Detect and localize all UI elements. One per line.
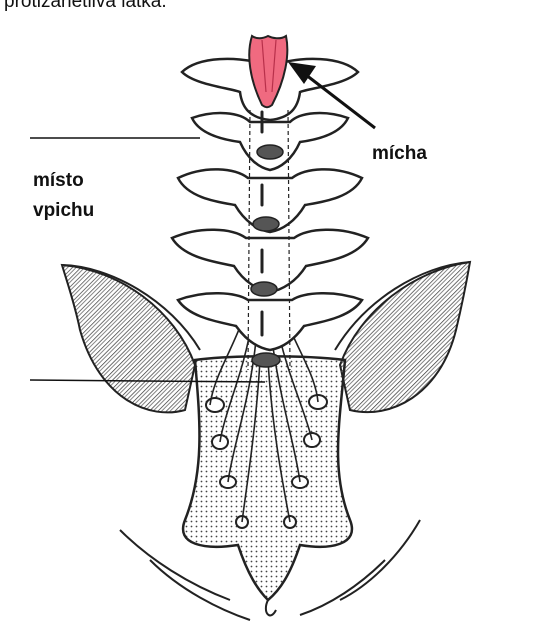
injection-site-label: místo vpichu bbox=[33, 166, 153, 226]
sacrum bbox=[183, 356, 352, 615]
spinal-cord-label: mícha bbox=[372, 143, 427, 165]
vertebra-3 bbox=[178, 169, 362, 232]
injection-site-label-line2: vpichu bbox=[33, 196, 153, 226]
vertebra-5 bbox=[178, 293, 362, 367]
right-iliac-wing bbox=[335, 262, 470, 412]
top-caption: protizánětlivá látka. bbox=[4, 0, 167, 13]
left-iliac-wing bbox=[62, 265, 200, 412]
injection-site-label-line1: místo bbox=[33, 166, 153, 196]
vertebra-4 bbox=[172, 230, 368, 296]
